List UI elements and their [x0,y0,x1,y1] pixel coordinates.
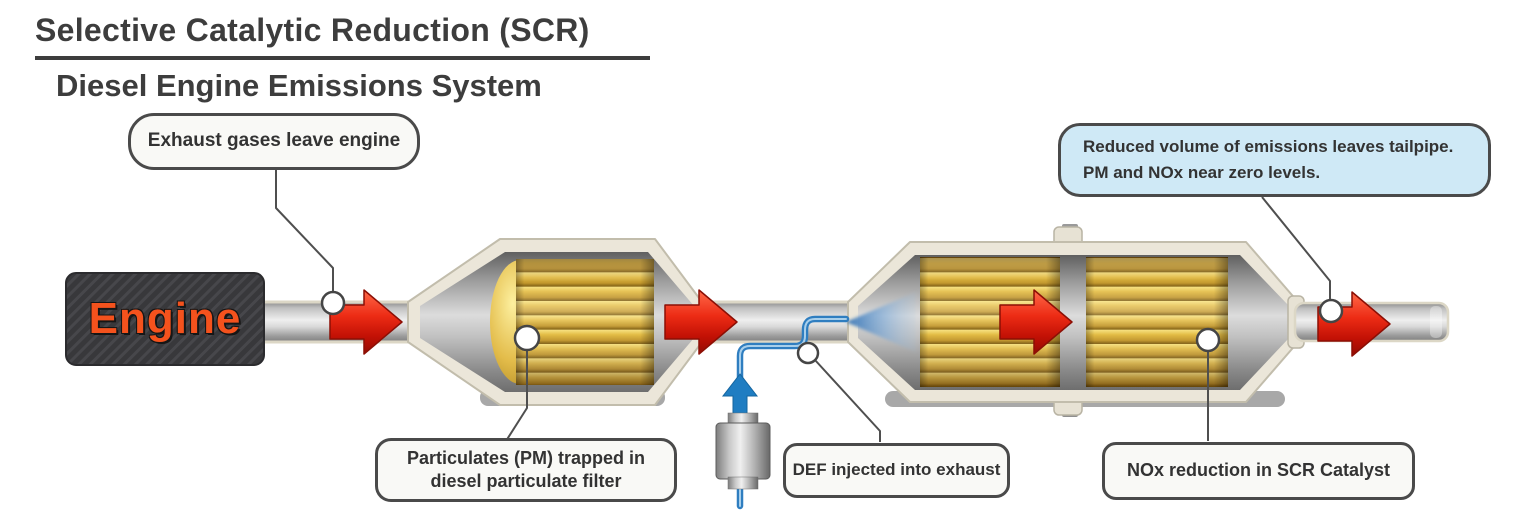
page-subtitle: Diesel Engine Emissions System [56,68,542,103]
callout-pm-line2: diesel particulate filter [430,471,622,491]
callout-exhaust-gases: Exhaust gases leave engine [128,113,420,170]
marker-def [796,341,820,365]
callout-particulates: Particulates (PM) trapped in diesel part… [375,438,677,502]
leader-lines [275,170,1331,442]
marker-pm [513,324,541,352]
leader-tailpipe [1261,196,1331,300]
callout-pm-line1: Particulates (PM) trapped in [406,447,646,468]
scr-catalyst-brick-2 [1086,257,1228,387]
scr-catalyst-brick-1 [920,257,1060,387]
tailpipe-end-highlight [1430,306,1442,338]
engine-block [65,272,265,366]
leader-def [814,359,881,442]
callout-nox-reduction: NOx reduction in SCR Catalyst [1102,442,1415,500]
dpf-filter-core [516,259,654,385]
leader-exhaust [275,170,334,292]
def-flow-up-arrow [721,373,759,420]
scr-catalyst-housing [847,224,1299,417]
def-spray-cone [846,292,916,352]
point-markers [320,290,1344,365]
callout-def-text: DEF injected into exhaust [792,460,1001,480]
marker-tailpipe [1318,298,1344,324]
marker-nox [1195,327,1221,353]
def-injection-assembly [715,292,916,510]
leader-pm [505,350,528,442]
callout-def-injected: DEF injected into exhaust [783,443,1010,498]
callout-reduced-emissions: Reduced volume of emissions leaves tailp… [1058,123,1491,197]
callout-nox-text: NOx reduction in SCR Catalyst [1126,460,1391,481]
callout-exhaust-text: Exhaust gases leave engine [147,130,401,152]
page-title: Selective Catalytic Reduction (SCR) [35,12,650,60]
def-pump [715,412,771,490]
callout-tailpipe-line1: Reduced volume of emissions leaves tailp… [1083,136,1454,156]
engine-label: Engine [88,294,242,343]
callout-tailpipe-line2: PM and NOx near zero levels. [1083,163,1321,182]
marker-exhaust [320,290,346,316]
diesel-particulate-filter [407,238,703,406]
